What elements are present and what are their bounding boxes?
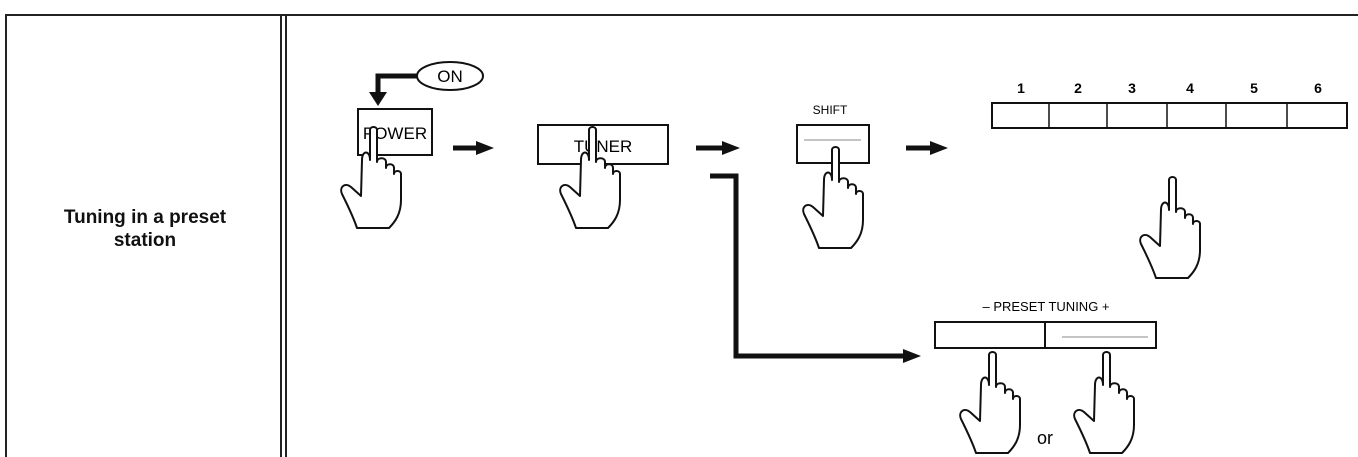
arrow-icon <box>453 141 494 155</box>
pointing-hand-icon <box>1139 176 1201 279</box>
branch-arrow <box>710 173 921 363</box>
preset-tuning-control: – PRESET TUNING + <box>934 299 1157 349</box>
left-border <box>5 14 7 457</box>
power-label: POWER <box>363 124 427 143</box>
preset-button-row: 1 2 3 4 5 6 <box>991 80 1348 129</box>
preset-tuning-minus-button[interactable] <box>934 321 1046 349</box>
on-indicator: ON <box>369 61 484 106</box>
preset-button[interactable] <box>1167 103 1226 128</box>
preset-number: 1 <box>1017 80 1025 96</box>
preset-button[interactable] <box>992 103 1049 128</box>
arrow-icon <box>696 141 740 155</box>
arrow-icon <box>906 141 948 155</box>
column-divider-shadow <box>285 14 287 457</box>
preset-number: 3 <box>1128 80 1136 96</box>
procedure-title-cell: Tuning in a preset station <box>5 15 285 457</box>
column-divider <box>280 14 282 457</box>
preset-number: 4 <box>1186 80 1194 96</box>
shift-label: SHIFT <box>813 103 848 117</box>
preset-button[interactable] <box>1226 103 1287 128</box>
preset-tuning-label: – PRESET TUNING + <box>982 299 1109 314</box>
preset-button[interactable] <box>1107 103 1167 128</box>
pointing-hand-icon <box>959 351 1021 454</box>
top-border <box>5 14 1358 16</box>
or-label: or <box>1037 428 1053 448</box>
preset-button[interactable] <box>1287 103 1347 128</box>
preset-number: 5 <box>1250 80 1258 96</box>
preset-button[interactable] <box>1049 103 1107 128</box>
pointing-hand-icon <box>1073 351 1135 454</box>
preset-number: 6 <box>1314 80 1322 96</box>
preset-number: 2 <box>1074 80 1082 96</box>
preset-tuning-plus-button[interactable] <box>1044 321 1157 349</box>
on-label: ON <box>437 67 463 86</box>
procedure-title: Tuning in a preset station <box>63 207 227 251</box>
